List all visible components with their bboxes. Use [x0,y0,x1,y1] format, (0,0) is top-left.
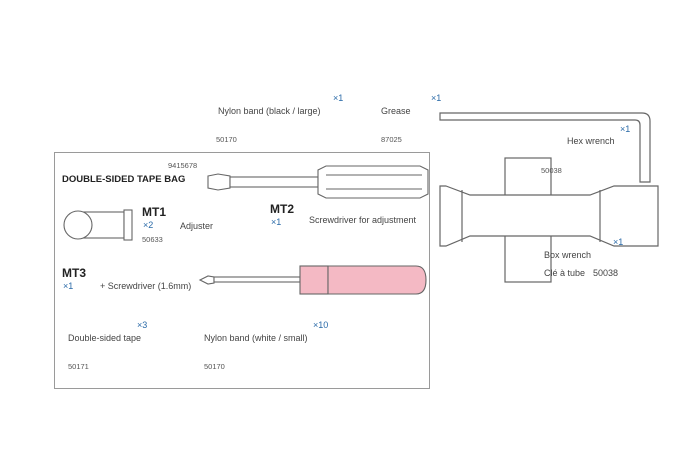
mt3-screwdriver-drawing [198,265,427,295]
tape-qty: ×3 [137,320,148,330]
hex-wrench-label: Hex wrench [567,136,615,146]
tape-label: Double-sided tape [68,333,142,343]
mt2-id: MT2 [270,202,294,216]
nylon-band-small-label: Nylon band (white / small) [204,333,308,343]
box-wrench-qty: ×1 [613,237,624,247]
mt1-qty: ×2 [143,220,154,230]
tape-code: 50171 [68,362,89,371]
hex-wrench-qty: ×1 [620,124,631,134]
grease-label: Grease [381,106,411,116]
mt1-id: MT1 [142,205,166,219]
bag-title: DOUBLE-SIDED TAPE BAG [62,174,186,185]
mt1-code: 50633 [142,235,163,244]
mt2-screwdriver-drawing [207,165,429,199]
hex-wrench-drawing [439,112,651,183]
mt3-qty: ×1 [63,281,74,291]
mt1-adjuster-drawing [63,209,133,241]
mt3-label: + Screwdriver (1.6mm) [100,281,192,291]
mt2-label: Screwdriver for adjustment [309,215,417,225]
grease-qty: ×1 [431,93,442,103]
nylon-band-large-qty: ×1 [333,93,344,103]
mt3-id: MT3 [62,266,86,280]
double-sided-tape-bag-box [54,152,430,389]
nylon-band-large-code: 50170 [216,135,237,144]
box-wrench-label: Box wrench [544,250,592,260]
box-wrench-label-fr: Clé à tube [544,268,586,278]
box-wrench-drawing [439,157,659,283]
mt2-qty: ×1 [271,217,282,227]
nylon-band-small-code: 50170 [204,362,225,371]
mt1-label: Adjuster [180,221,214,231]
nylon-band-large-label: Nylon band (black / large) [218,106,321,116]
nylon-band-small-qty: ×10 [313,320,329,330]
bag-code: 9415678 [168,161,198,170]
box-wrench-code: 50038 [593,268,619,278]
grease-code: 87025 [381,135,402,144]
box-wrench-code-top: 50038 [541,166,562,175]
